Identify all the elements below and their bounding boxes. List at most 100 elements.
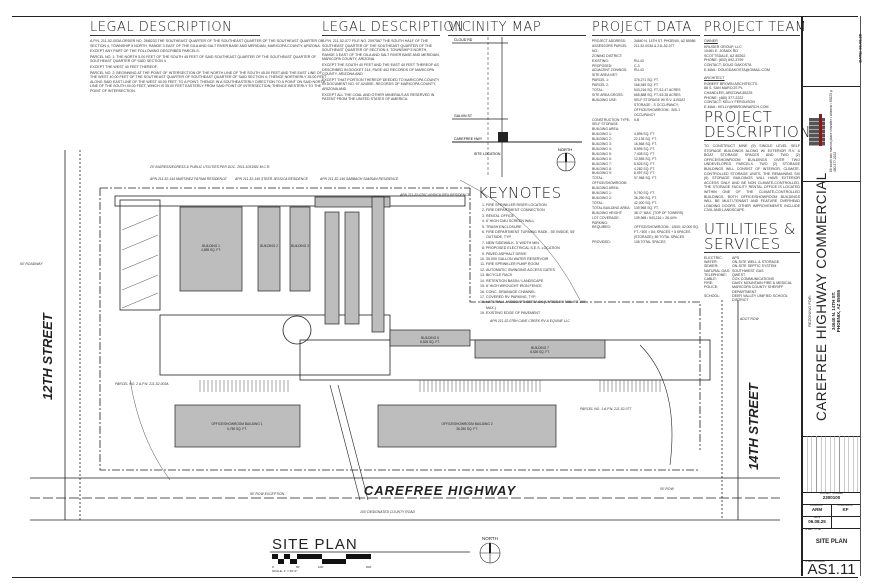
project-data-value: 136 TOTAL SPACES <box>634 240 666 245</box>
project-team-title: PROJECT TEAM <box>704 20 807 36</box>
utility-row: POLICE:MARICOPA COUNTY SHERIFF DEPARTMEN… <box>704 285 800 293</box>
vicinity-map: VICINITY MAP CLOUD RD GALVIN ST CAREFREE… <box>448 20 586 190</box>
drawn-by-label: DRAWN BY <box>810 504 824 507</box>
project-data-value: 139,968 / 543,216 = 26.44% <box>634 215 677 220</box>
sheet-date: DATE: 06.08.25 <box>858 34 863 63</box>
annotation: PARCEL NO. 1 A.P.N. 211-52-077 <box>580 407 631 411</box>
building-area: 8,526 SQ. FT. <box>420 340 440 344</box>
owner-label: OWNER <box>704 39 718 43</box>
keynote-item: FIRE DEPARTMENT CONNECTION <box>486 208 590 213</box>
project-data-row: PARCEL 1:376,271 SQ. FT. <box>592 78 700 83</box>
legal-description-2: LEGAL DESCRIPTION A.P.N. 211-52-077 FILE… <box>322 20 464 103</box>
project-data-key: SITE AREA NET: <box>592 73 618 78</box>
legal1-paragraph: EXCEPT ANY PART OF THE FOLLOWING DESCRIB… <box>90 49 200 54</box>
annotation: APN 211-52-078H CAVE CREEK RV & EQUINE L… <box>489 319 571 323</box>
project-address-2: PHOENIX, AZ 85086 <box>836 289 841 333</box>
date-label: DATE <box>813 516 821 519</box>
drawn-by: ARM <box>811 507 823 512</box>
utilities-title: UTILITIES & <box>704 220 796 238</box>
keynotes-title: KEYNOTES <box>478 184 562 202</box>
vicinity-label: GALVIN ST <box>454 114 473 118</box>
owner-line: SCOTTSDALE, AZ 85262 <box>704 53 746 58</box>
project-data-row: TOTAL:42,000 SQ. FT. <box>592 201 700 206</box>
annotation: PARCEL NO. 2 A.P.N. 211-52-003A <box>115 382 169 386</box>
building-3 <box>289 206 311 292</box>
project-data-row: REQUIRED:OFFICE/SHOWROOM - 1/500; 42,000… <box>592 225 700 240</box>
legal-description-1-title: LEGAL DESCRIPTION <box>90 20 260 36</box>
project-data-value: 42,000 SQ. FT. <box>634 200 657 205</box>
project-data-value: 211-52-003A & 211-52-077 <box>634 43 675 48</box>
building-label: BUILDING 3 <box>291 244 309 248</box>
project-description-text: TO CONSTRUCT NINE (9) SINGLE LEVEL SELF … <box>704 144 800 213</box>
project-data-row: BUILDING 9:8,997 SQ. FT. <box>592 171 700 176</box>
scale-tick: 0' <box>272 565 275 569</box>
legal1-paragraph: PARCEL NO. 2: BEGINNING AT THE POINT OF … <box>90 70 327 93</box>
project-data-row: OFFICE/SHOWROOM BUILDING AREA: <box>592 181 700 191</box>
project-description-title-2: DESCRIPTION <box>704 123 812 141</box>
checked-by: KF <box>842 507 849 512</box>
scale-bar <box>272 554 371 564</box>
utility-key: CABLE: <box>704 277 717 282</box>
project-data-value: 22,135 SQ. FT. <box>634 137 657 142</box>
utility-row: ELECTRIC:APS <box>704 256 800 260</box>
project-data-row: SELF STORAGE BUILDING AREA: <box>592 122 700 132</box>
project-data-key: BUILDING 2: <box>592 137 612 142</box>
keynote-item: FIRE SPRINKLER PUMP ROOM <box>486 262 590 267</box>
legal2-paragraph: EXCEPT THAT PORTION THEREOF DEEDED TO MA… <box>322 77 440 91</box>
owner-line: 10481 E. JOMAX RD <box>704 49 738 54</box>
legal1-paragraph: A.P.N. 211-52-003A ORDER NO. 2M8233 THE … <box>90 39 324 48</box>
project-data-key: BUILDING HEIGHT: <box>592 210 623 215</box>
project-data-key: ZONING DISTRICT: <box>592 53 623 58</box>
project-data-row: BUILDING 6:12,555 SQ. FT. <box>592 157 700 162</box>
keynote-item: 6' HIGH CMU SCREEN WALL <box>486 219 590 224</box>
sheet-title: SITE PLAN <box>815 539 848 545</box>
keynote-item: CONC. DRAINAGE CHANNEL <box>486 290 590 295</box>
project-data-value: C-3 <box>634 63 640 68</box>
project-data-row: BUILDING 2:36,250 SQ. FT. <box>592 196 700 201</box>
project-data-key: PARKING: <box>592 220 608 225</box>
project-data-key: LOT COVERAGE: <box>592 215 620 220</box>
utility-value: DAISY MOUNTAIN FIRE & MEDICAL <box>732 281 793 286</box>
architect-line: 88 S. SAN MARCOS PL <box>704 86 743 91</box>
date-cell: DATE: 06.08.25 <box>803 16 863 87</box>
project-data-row: BUILDING HEIGHT:36'-0" MAX. (TOP OF TOWE… <box>592 211 700 216</box>
building-label: BUILDING 1 <box>202 244 220 248</box>
project-data-value: 8,997 SQ. FT. <box>634 171 655 176</box>
keynote-item: PROPOSED ELECTRICAL S.E.S. LOCATION <box>486 246 590 251</box>
project-data-value: 12,555 SQ. FT. <box>634 156 657 161</box>
project-data-row: PARKING: <box>592 221 700 226</box>
site-plan-drawing: BUILDING 1 4,895 SQ. FT. BUILDING 2 BUIL… <box>20 150 780 573</box>
annotation: 60' ROADWAY <box>20 262 43 266</box>
property-line <box>469 188 701 450</box>
utility-value: APS <box>732 256 740 260</box>
legal2-paragraph: EXCEPT THE SOUTH 40 FEET AND THE EAST 40… <box>322 62 439 77</box>
utility-key: FIRE: <box>704 281 714 286</box>
project-data-key: BUILDING 2: <box>592 196 612 200</box>
architect-line: CONTACT: KELLY FERGUSON <box>704 100 755 105</box>
office-showroom-building-1 <box>174 404 301 448</box>
scale-tick: 50' <box>296 565 300 569</box>
utility-key: NATURAL GAS: <box>704 268 730 273</box>
project-data-key: BUILDING 8: <box>592 166 612 171</box>
architect-line: E-MAIL: kelly@rbrownarch.com <box>704 104 769 109</box>
project-data-row: ASSESSORS PARCEL NO.:211-52-003A & 211-5… <box>592 44 700 54</box>
project-data-value: 97,968 SQ. FT. <box>634 176 657 181</box>
site-location-marker <box>498 132 508 142</box>
scale-text: SCALE: 1" = 50'-0" <box>272 569 297 573</box>
project-number-label: PROJECT NUMBER <box>819 492 844 495</box>
north-arrow-icon: NORTH <box>479 536 501 564</box>
vicinity-label: CLOUD RD <box>454 38 473 42</box>
keynote-item: AUTOMATIC SWINGING ACCESS GATES <box>486 268 590 273</box>
legal2-paragraph: A.P.N. 211-52-077 FILE NO. 2097567 THE S… <box>322 39 440 62</box>
keynote-item: BICYCLE RACK <box>486 273 590 278</box>
legal1-paragraph: PARCEL NO. 1: THE NORTH 5.00 FEET OF THE… <box>90 54 317 64</box>
building-9 <box>371 196 385 333</box>
annotation: ADOT ROW <box>739 317 759 321</box>
project-data-row: PROVIDED:136 TOTAL SPACES <box>592 240 700 245</box>
project-data-value: II-B <box>634 117 640 122</box>
utility-value: QWEST <box>732 272 746 277</box>
legal1-paragraph: EXCEPT THE WEST 40 FEET THEREOF. <box>90 64 158 69</box>
project-data-key: BUILDING 3: <box>592 142 612 147</box>
project-data-row: SITE AREA NET: <box>592 73 700 78</box>
